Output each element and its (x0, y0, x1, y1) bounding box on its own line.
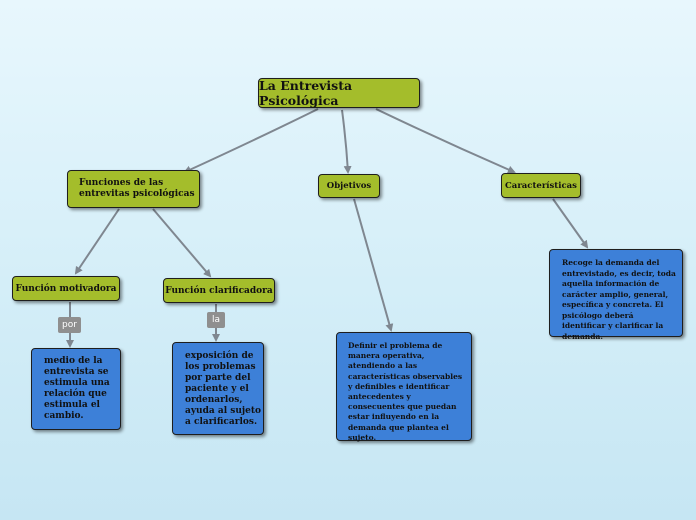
edge-objetivos-detail (353, 198, 394, 332)
root-topic-label: La Entrevista Psicológica (259, 78, 353, 108)
root-topic[interactable]: La Entrevista Psicológica (258, 78, 420, 108)
topic-funciones-label: Funciones de las entrevitas psicológicas (79, 178, 195, 199)
topic-funcion-clarificadora-label: Función clarificadora (165, 285, 273, 296)
detail-funcion-motivadora[interactable]: medio de la entrevista se estimula una r… (31, 348, 121, 430)
topic-funcion-clarificadora[interactable]: Función clarificadora (163, 278, 275, 303)
detail-funcion-motivadora-text: medio de la entrevista se estimula una r… (44, 356, 110, 421)
edge-root-objetivos (341, 109, 352, 174)
detail-caracteristicas[interactable]: Recoge la demanda del entrevistado, es d… (549, 249, 683, 341)
topic-funciones[interactable]: Funciones de las entrevitas psicológicas (67, 170, 200, 208)
connector-label-la: la (207, 312, 225, 328)
edge-funciones-motivadora (74, 208, 120, 275)
connector-label-por: por (58, 317, 81, 333)
topic-objetivos[interactable]: Objetivos (318, 174, 380, 198)
topic-funcion-motivadora-label: Función motivadora (15, 283, 117, 294)
edge-root-caracteristicas (375, 108, 516, 174)
detail-objetivos[interactable]: Definir el problema de manera operativa,… (336, 332, 472, 442)
detail-caracteristicas-text: Recoge la demanda del entrevistado, es d… (562, 258, 676, 341)
edge-root-funciones (183, 108, 319, 174)
topic-funcion-motivadora[interactable]: Función motivadora (12, 276, 120, 301)
edge-funciones-clarificadora (152, 208, 212, 278)
topic-caracteristicas-label: Características (505, 180, 577, 191)
detail-objetivos-text: Definir el problema de manera operativa,… (348, 341, 463, 442)
edge-caracteristicas-detail (552, 198, 589, 249)
detail-funcion-clarificadora-text: exposición de los problemas por parte de… (185, 351, 261, 427)
topic-objetivos-label: Objetivos (326, 181, 372, 191)
detail-funcion-clarificadora[interactable]: exposición de los problemas por parte de… (172, 342, 264, 435)
topic-caracteristicas[interactable]: Características (501, 173, 581, 198)
